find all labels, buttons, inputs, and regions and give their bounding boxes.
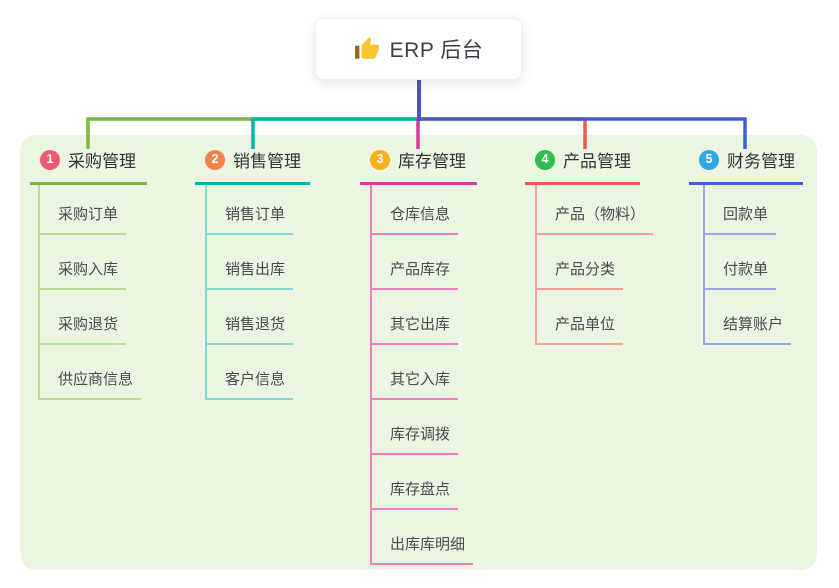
branch-children: 产品（物料）产品分类产品单位 xyxy=(535,185,654,345)
branch-number-badge: 4 xyxy=(535,149,555,170)
child-node[interactable]: 销售订单 xyxy=(207,185,294,235)
branch-heading[interactable]: 5 财务管理 xyxy=(689,147,803,185)
branch-heading[interactable]: 1 采购管理 xyxy=(30,147,147,185)
child-node[interactable]: 采购入库 xyxy=(40,235,127,290)
branch-4: 4 产品管理产品（物料）产品分类产品单位 xyxy=(525,147,654,345)
child-node[interactable]: 产品单位 xyxy=(537,290,624,345)
branch-title: 采购管理 xyxy=(68,152,136,171)
child-node[interactable]: 销售出库 xyxy=(207,235,294,290)
child-node[interactable]: 其它出库 xyxy=(372,290,459,345)
branch-children: 仓库信息产品库存其它出库其它入库库存调拨库存盘点出库库明细 xyxy=(370,185,477,565)
branch-3: 3 库存管理仓库信息产品库存其它出库其它入库库存调拨库存盘点出库库明细 xyxy=(360,147,477,565)
branch-title: 销售管理 xyxy=(233,152,301,171)
branch-2: 2 销售管理销售订单销售出库销售退货客户信息 xyxy=(195,147,310,400)
child-node[interactable]: 结算账户 xyxy=(705,290,792,345)
branch-title: 财务管理 xyxy=(727,152,795,171)
branch-number-badge: 2 xyxy=(205,149,225,170)
thumbs-up-icon xyxy=(354,36,380,62)
branch-title: 库存管理 xyxy=(398,152,466,171)
branch-number-badge: 3 xyxy=(370,149,390,170)
branch-title: 产品管理 xyxy=(563,152,631,171)
child-node[interactable]: 出库库明细 xyxy=(372,510,474,565)
child-node[interactable]: 库存调拨 xyxy=(372,400,459,455)
child-node[interactable]: 回款单 xyxy=(705,185,777,235)
branch-children: 销售订单销售出库销售退货客户信息 xyxy=(205,185,310,400)
child-node[interactable]: 产品（物料） xyxy=(537,185,654,235)
child-node[interactable]: 客户信息 xyxy=(207,345,294,400)
child-node[interactable]: 采购退货 xyxy=(40,290,127,345)
root-node[interactable]: ERP 后台 xyxy=(315,18,522,80)
branch-5: 5 财务管理回款单付款单结算账户 xyxy=(689,147,803,345)
child-node[interactable]: 付款单 xyxy=(705,235,777,290)
child-node[interactable]: 产品库存 xyxy=(372,235,459,290)
child-node[interactable]: 采购订单 xyxy=(40,185,127,235)
branches-panel xyxy=(20,135,817,570)
child-node[interactable]: 库存盘点 xyxy=(372,455,459,510)
root-node-title: ERP 后台 xyxy=(389,39,484,62)
child-node[interactable]: 仓库信息 xyxy=(372,185,459,235)
child-node[interactable]: 销售退货 xyxy=(207,290,294,345)
branch-heading[interactable]: 4 产品管理 xyxy=(525,147,640,185)
child-node[interactable]: 产品分类 xyxy=(537,235,624,290)
branch-heading[interactable]: 3 库存管理 xyxy=(360,147,477,185)
branch-children: 采购订单采购入库采购退货供应商信息 xyxy=(38,185,147,400)
branch-1: 1 采购管理采购订单采购入库采购退货供应商信息 xyxy=(30,147,147,400)
child-node[interactable]: 供应商信息 xyxy=(40,345,142,400)
branch-number-badge: 1 xyxy=(40,149,60,170)
child-node[interactable]: 其它入库 xyxy=(372,345,459,400)
branch-heading[interactable]: 2 销售管理 xyxy=(195,147,310,185)
branch-number-badge: 5 xyxy=(699,149,719,170)
branch-children: 回款单付款单结算账户 xyxy=(703,185,803,345)
